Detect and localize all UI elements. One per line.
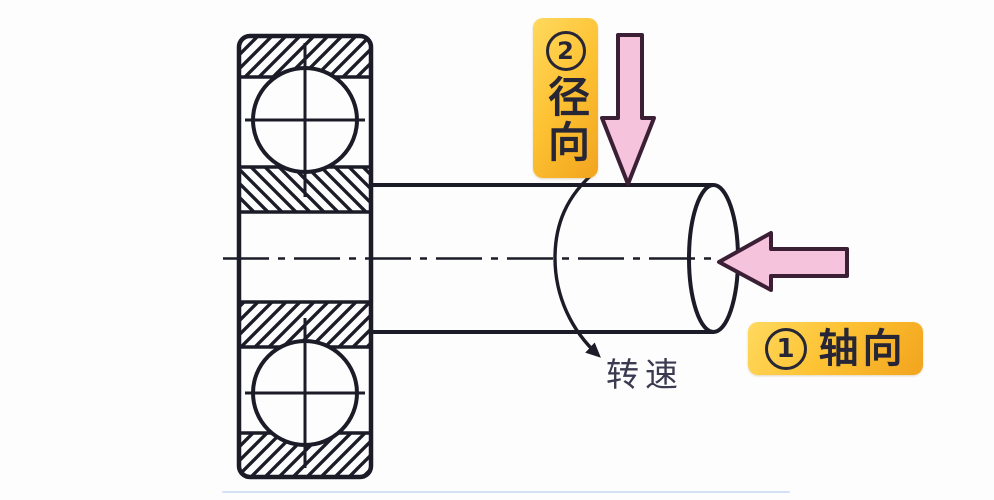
radial-tag-number: 2 xyxy=(545,31,586,71)
bottom-progress-line xyxy=(222,491,790,493)
ball-bottom-crosshair xyxy=(245,318,365,468)
bearing-section xyxy=(236,33,374,480)
ball-top-crosshair xyxy=(245,43,365,197)
radial-load-tag: 2 径向 xyxy=(533,18,598,178)
radial-load-arrow-icon xyxy=(600,33,656,186)
rotation-arc-arrow xyxy=(553,169,601,358)
axial-tag-number: 1 xyxy=(764,327,807,370)
axial-load-arrow-icon xyxy=(717,231,849,292)
shaft xyxy=(371,183,740,334)
rotation-speed-label: 转速 xyxy=(606,355,684,394)
radial-tag-text: 径向 xyxy=(541,75,591,165)
bearing-outline xyxy=(236,33,374,480)
axial-tag-text: 轴向 xyxy=(818,325,907,372)
axial-load-tag: 1 轴向 xyxy=(748,322,923,375)
